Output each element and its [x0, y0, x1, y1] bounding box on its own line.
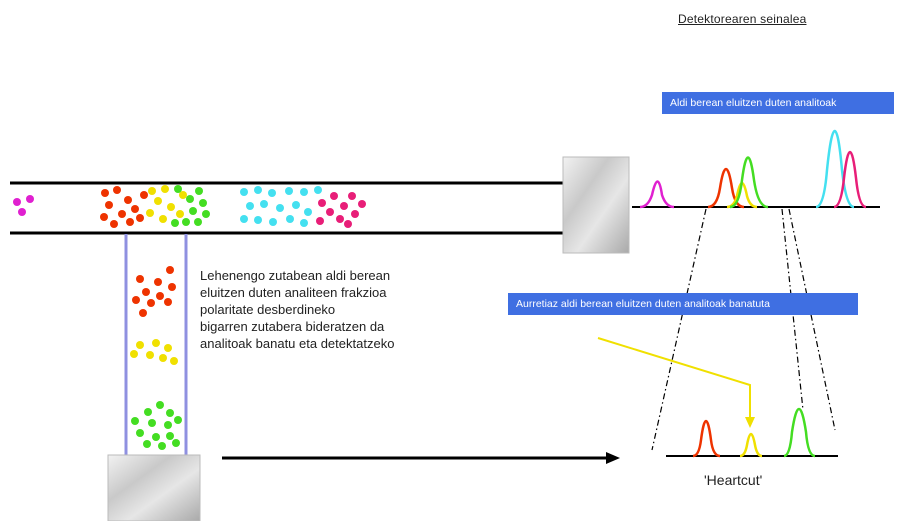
- analyte-dots-first-column: [13, 185, 366, 228]
- heartcut-label: 'Heartcut': [704, 472, 763, 488]
- second-column: [124, 234, 188, 456]
- projection-lines: [651, 208, 836, 451]
- first-column: [10, 181, 566, 235]
- chromatogram-top: [632, 130, 880, 209]
- description-line: Lehenengo zutabean aldi berean: [200, 268, 391, 283]
- description-text: Lehenengo zutabean aldi berean eluitzen …: [200, 267, 500, 352]
- description-line: analitoak banatu eta detektatzeko: [200, 336, 395, 351]
- detector-block-icon: [562, 156, 630, 254]
- separated-analytes-banner: Aurretiaz aldi berean eluitzen duten ana…: [508, 293, 858, 315]
- heartcut-pointer: [597, 337, 755, 428]
- chromatogram-heartcut: [666, 408, 838, 458]
- analyte-dots-second-column: [130, 266, 182, 450]
- description-line: eluitzen duten analiteen frakzioa: [200, 285, 387, 300]
- description-line: bigarren zutabera bideratzen da: [200, 319, 385, 334]
- coeluting-analytes-banner: Aldi berean eluitzen duten analitoak: [662, 92, 894, 114]
- signal-title: Detektorearen seinalea: [678, 12, 807, 26]
- description-line: polaritate desberdineko: [200, 302, 336, 317]
- flow-arrow: [222, 452, 620, 464]
- detector-block-icon: [107, 454, 201, 521]
